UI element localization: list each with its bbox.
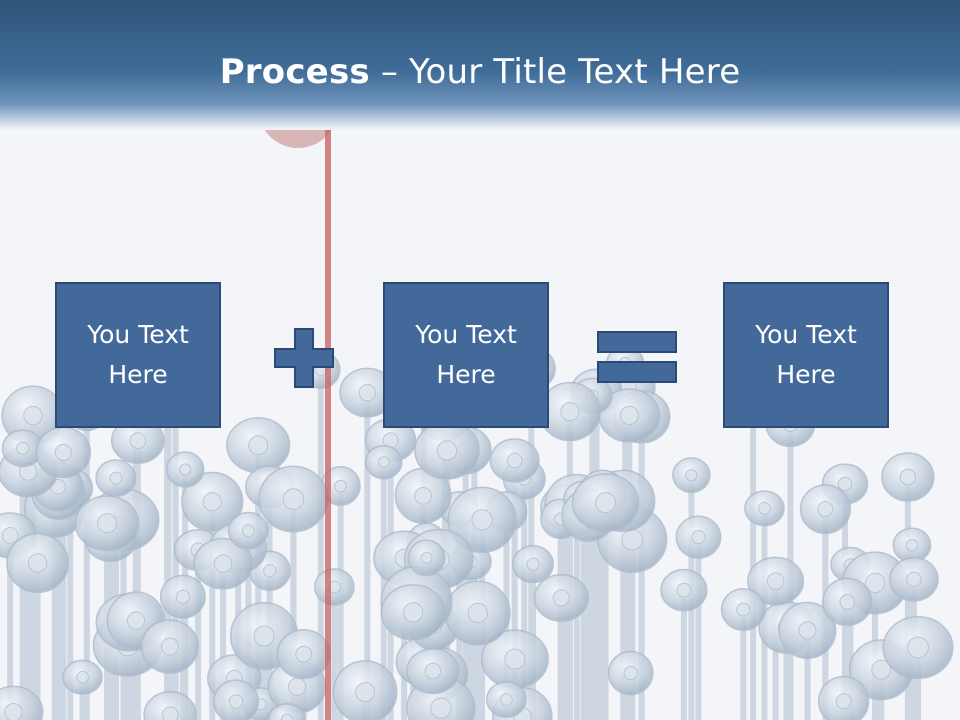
megaphone-mouth xyxy=(420,551,433,564)
megaphone-mouth xyxy=(241,524,255,538)
megaphone-mouth xyxy=(619,405,639,426)
megaphone-mouth xyxy=(506,452,523,469)
megaphone-mouth xyxy=(126,611,146,630)
megaphone-mouth xyxy=(248,435,269,456)
megaphone-mouth xyxy=(160,637,179,656)
megaphone-mouth xyxy=(839,594,856,610)
megaphone-mouth xyxy=(471,509,493,531)
megaphone-mouth xyxy=(736,602,751,617)
megaphone-mouth xyxy=(97,513,118,534)
megaphone-mouth xyxy=(526,557,540,571)
megaphone-mouth xyxy=(552,589,570,607)
title-rest: – Your Title Text Here xyxy=(369,52,741,92)
megaphone-mouth xyxy=(282,488,305,510)
megaphone-mouth xyxy=(500,693,513,706)
megaphone-mouth xyxy=(907,636,929,659)
megaphone-mouth xyxy=(560,402,580,422)
plus-icon xyxy=(274,328,334,388)
title-bar xyxy=(0,0,960,130)
megaphone-mouth xyxy=(263,564,277,578)
megaphone-mouth xyxy=(623,665,638,681)
megaphone-mouth xyxy=(414,486,432,505)
megaphone-mouth xyxy=(798,621,817,640)
megaphone-mouth xyxy=(595,492,617,514)
megaphone-mouth xyxy=(23,405,43,426)
megaphone-mouth xyxy=(54,443,72,462)
megaphone-mouth xyxy=(758,501,771,515)
megaphone-mouth xyxy=(377,456,390,469)
process-box-2-text: You Text Here xyxy=(415,320,517,389)
megaphone-mouth xyxy=(837,476,853,492)
megaphone-mouth xyxy=(766,572,785,590)
megaphone-mouth xyxy=(685,469,698,482)
megaphone-mouth xyxy=(817,501,834,518)
megaphone-mouth xyxy=(295,645,313,663)
megaphone-mouth xyxy=(899,468,917,486)
megaphone-mouth xyxy=(228,694,244,709)
megaphone-mouth xyxy=(175,589,191,604)
megaphone-mouth xyxy=(430,697,452,719)
process-box-3-text: You Text Here xyxy=(755,320,857,389)
megaphone-mouth xyxy=(467,602,488,624)
megaphone-mouth xyxy=(16,441,30,455)
megaphone-mouth xyxy=(287,677,307,696)
megaphone-horn xyxy=(143,691,197,720)
megaphone-mouth xyxy=(202,492,222,512)
megaphone-mouth xyxy=(403,602,424,623)
process-box-3[interactable]: You Text Here xyxy=(723,282,889,428)
megaphone-mouth xyxy=(835,693,852,710)
megaphone-mouth xyxy=(1,527,19,544)
title-bold: Process xyxy=(219,52,370,92)
megaphone-mouth xyxy=(179,463,192,476)
process-box-1-text: You Text Here xyxy=(87,320,189,389)
megaphone-mouth xyxy=(4,702,23,720)
megaphone-mouth xyxy=(27,553,48,573)
megaphone-mouth xyxy=(504,648,526,670)
megaphone-horn xyxy=(267,703,306,720)
megaphone-mouth xyxy=(864,572,886,594)
megaphone-mouth xyxy=(76,670,89,684)
equals-icon xyxy=(597,331,677,383)
megaphone-mouth xyxy=(213,554,233,573)
megaphone-mouth xyxy=(691,530,706,545)
process-box-1[interactable]: You Text Here xyxy=(55,282,221,428)
megaphone-mouth xyxy=(280,713,293,720)
megaphone-mouth xyxy=(161,706,179,720)
process-box-2[interactable]: You Text Here xyxy=(383,282,549,428)
megaphone-mouth xyxy=(871,659,892,680)
megaphone-mouth xyxy=(355,682,376,703)
megaphone-mouth xyxy=(436,440,458,461)
megaphone-mouth xyxy=(905,539,919,552)
megaphone-mouth xyxy=(676,582,692,598)
megaphone-mouth xyxy=(109,471,123,485)
slide-title[interactable]: Process – Your Title Text Here xyxy=(0,52,960,92)
megaphone-mouth xyxy=(334,479,347,493)
megaphone-mouth xyxy=(906,571,922,588)
megaphone-mouth xyxy=(424,662,442,680)
megaphone-mouth xyxy=(621,528,644,551)
megaphone-mouth xyxy=(253,625,275,647)
megaphone-mouth xyxy=(129,432,147,449)
megaphone-mouth xyxy=(358,383,377,402)
